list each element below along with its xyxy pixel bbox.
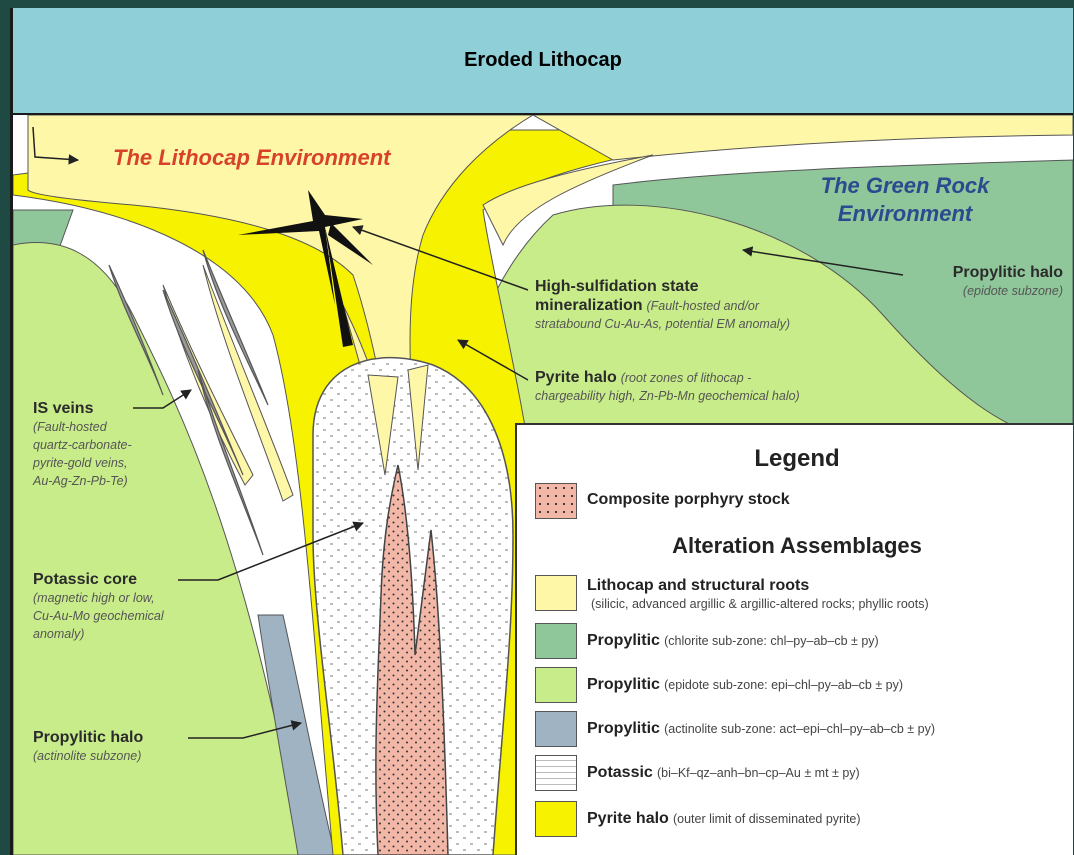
- propylitic-actinolite-heading: Propylitic halo: [33, 729, 143, 747]
- legend-item-potassic-label: Potassic: [587, 764, 653, 781]
- eroded-lithocap-banner: Eroded Lithocap: [13, 8, 1073, 115]
- legend-item-pyrite-note: (outer limit of disseminated pyrite): [673, 812, 861, 826]
- legend-item-epidote: Propylitic (epidote sub-zone: epi–chl–py…: [587, 676, 903, 694]
- lithocap-environment-label: The Lithocap Environment: [113, 144, 390, 172]
- legend-item-actinolite-note: (actinolite sub-zone: act–epi–chl–py–ab–…: [664, 722, 935, 736]
- legend-item-lithocap-note: (silicic, advanced argillic & argillic-a…: [587, 595, 929, 613]
- is-veins-detail-4: Au-Ag-Zn-Pb-Te): [33, 472, 132, 490]
- potassic-core-callout: Potassic core (magnetic high or low, Cu-…: [33, 571, 164, 643]
- legend-title: Legend: [517, 445, 1073, 473]
- pyrite-halo-callout: Pyrite halo (root zones of lithocap - ch…: [535, 368, 800, 405]
- is-veins-detail-3: pyrite-gold veins,: [33, 454, 132, 472]
- legend-item-lithocap: Lithocap and structural roots (silicic, …: [587, 577, 929, 613]
- legend-subtitle: Alteration Assemblages: [517, 533, 1073, 559]
- propylitic-epidote-detail: (epidote subzone): [903, 282, 1063, 300]
- is-veins-detail-2: quartz-carbonate-: [33, 436, 132, 454]
- potassic-core-detail-2: Cu-Au-Mo geochemical: [33, 607, 164, 625]
- diagram-frame: Eroded Lithocap: [10, 8, 1073, 855]
- legend-item-epidote-label: Propylitic: [587, 676, 660, 693]
- legend-item-pyrite-label: Pyrite halo: [587, 810, 669, 827]
- propylitic-actinolite-detail: (actinolite subzone): [33, 747, 143, 765]
- legend-item-chlorite-label: Propylitic: [587, 632, 660, 649]
- is-veins-detail-1: (Fault-hosted: [33, 418, 132, 436]
- legend-item-potassic: Potassic (bi–Kf–qz–anh–bn–cp–Au ± mt ± p…: [587, 764, 860, 782]
- pyrite-halo-detail-1: (root zones of lithocap -: [621, 371, 752, 385]
- high-sulfidation-detail-2: stratabound Cu-Au-As, potential EM anoma…: [535, 315, 790, 333]
- legend-item-epidote-note: (epidote sub-zone: epi–chl–py–ab–cb ± py…: [664, 678, 903, 692]
- green-rock-line2: Environment: [805, 200, 1005, 228]
- legend-item-lithocap-label: Lithocap and structural roots: [587, 577, 929, 595]
- legend-swatch-actinolite: [535, 711, 577, 747]
- high-sulfidation-detail-1: (Fault-hosted and/or: [646, 299, 759, 313]
- composite-swatch: [535, 483, 577, 519]
- banner-title: Eroded Lithocap: [464, 49, 622, 72]
- pyrite-halo-heading: Pyrite halo: [535, 369, 617, 386]
- propylitic-actinolite-callout: Propylitic halo (actinolite subzone): [33, 729, 143, 765]
- legend-composite: Composite porphyry stock: [587, 491, 790, 509]
- high-sulfidation-heading-1: High-sulfidation state: [535, 278, 790, 296]
- is-veins-callout: IS veins (Fault-hosted quartz-carbonate-…: [33, 400, 132, 490]
- legend-item-chlorite-note: (chlorite sub-zone: chl–py–ab–cb ± py): [664, 634, 879, 648]
- legend-item-chlorite: Propylitic (chlorite sub-zone: chl–py–ab…: [587, 632, 879, 650]
- legend-swatch-epidote: [535, 667, 577, 703]
- legend-swatch-pyrite: [535, 801, 577, 837]
- legend-swatch-potassic: [535, 755, 577, 791]
- legend-swatch-chlorite: [535, 623, 577, 659]
- propylitic-epidote-callout: Propylitic halo (epidote subzone): [903, 264, 1063, 300]
- high-sulfidation-heading-2: mineralization: [535, 297, 643, 314]
- potassic-core-detail-3: anomaly): [33, 625, 164, 643]
- green-rock-environment-label: The Green Rock Environment: [805, 172, 1005, 228]
- pyrite-halo-detail-2: chargeability high, Zn-Pb-Mn geochemical…: [535, 387, 800, 405]
- propylitic-epidote-heading: Propylitic halo: [903, 264, 1063, 282]
- legend-item-actinolite: Propylitic (actinolite sub-zone: act–epi…: [587, 720, 935, 738]
- legend-composite-label: Composite porphyry stock: [587, 491, 790, 508]
- green-rock-line1: The Green Rock: [805, 172, 1005, 200]
- is-veins-heading: IS veins: [33, 400, 132, 418]
- high-sulfidation-callout: High-sulfidation state mineralization (F…: [535, 278, 790, 333]
- legend-item-actinolite-label: Propylitic: [587, 720, 660, 737]
- potassic-core-detail-1: (magnetic high or low,: [33, 589, 164, 607]
- legend-item-potassic-note: (bi–Kf–qz–anh–bn–cp–Au ± mt ± py): [657, 766, 860, 780]
- potassic-core-heading: Potassic core: [33, 571, 164, 589]
- legend-item-pyrite: Pyrite halo (outer limit of disseminated…: [587, 810, 861, 828]
- legend-panel: Legend Composite porphyry stock Alterati…: [515, 423, 1073, 855]
- legend-swatch-lithocap: [535, 575, 577, 611]
